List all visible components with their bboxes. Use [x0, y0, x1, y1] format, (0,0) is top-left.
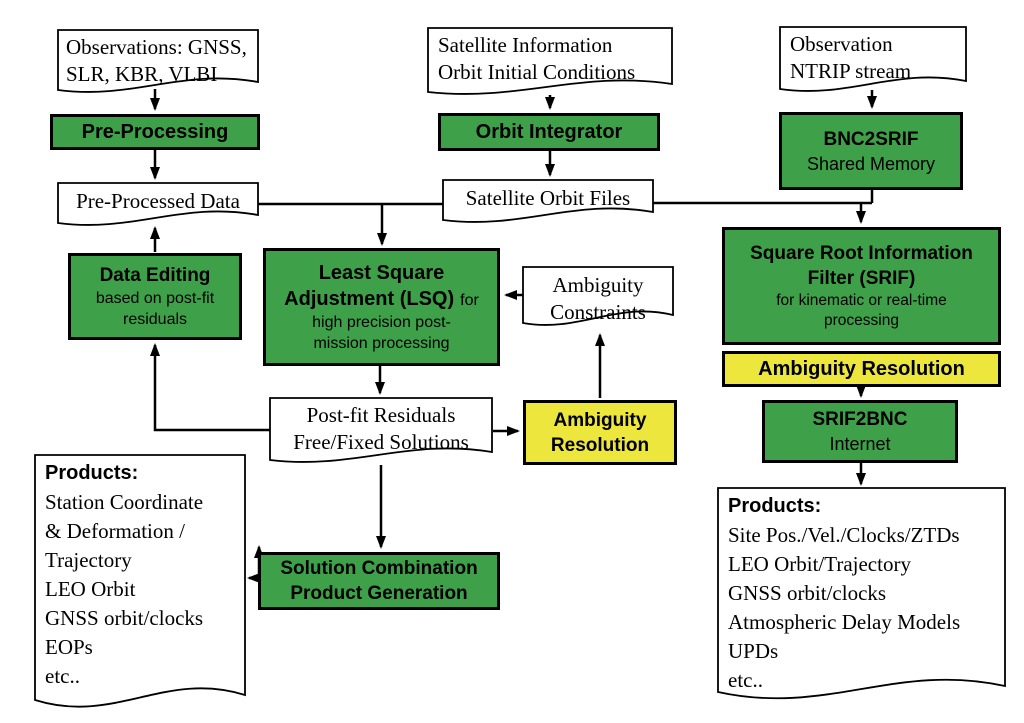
solution-combination-box: Solution Combination Product Generation: [258, 552, 500, 610]
postfit-doc: Post-fit Residuals Free/Fixed Solutions: [274, 402, 488, 456]
products-right-item: GNSS orbit/clocks: [728, 581, 887, 605]
lsq-title2-line: Adjustment (LSQ) for: [284, 286, 479, 312]
lsq-title1: Least Square: [318, 262, 445, 284]
lsq-title2-suffix: for: [460, 292, 479, 309]
ambiguity-resolution-post-box: Ambiguity Resolution: [523, 400, 677, 465]
srif-box: Square Root Information Filter (SRIF) fo…: [722, 227, 1001, 345]
ambiguity-resolution-rt-box: Ambiguity Resolution: [722, 351, 1001, 387]
ntrip-line1: Observation: [790, 32, 893, 56]
ambiguity-resolution-post-line1: Ambiguity: [553, 409, 647, 431]
srif2bnc-box: SRIF2BNC Internet: [762, 400, 958, 463]
products-left-item: EOPs: [45, 635, 93, 659]
satellite-info-doc: Satellite Information Orbit Initial Cond…: [438, 32, 668, 86]
bnc2srif-subtitle: Shared Memory: [806, 153, 936, 174]
srif2bnc-subtitle: Internet: [829, 434, 891, 454]
products-left-item: & Deformation /: [45, 519, 185, 543]
ambiguity-resolution-post-line2: Resolution: [550, 434, 650, 456]
products-left-item: GNSS orbit/clocks: [45, 606, 204, 630]
products-right-doc: Products: Site Pos./Vel./Clocks/ZTDs LEO…: [728, 492, 1002, 695]
products-right-heading: Products:: [728, 495, 822, 517]
bnc2srif-title: BNC2SRIF: [823, 128, 919, 150]
observations-line2: SLR, KBR, VLBI: [66, 62, 218, 86]
arrow-postfit-to-dataediting: [150, 343, 270, 432]
ambiguity-constraints-doc-shape: [522, 266, 674, 326]
products-left-item: Station Coordinate: [45, 490, 204, 514]
ntrip-doc-shape: [779, 26, 967, 92]
solution-combination-line1: Solution Combination: [280, 558, 478, 579]
observations-doc: Observations: GNSS, SLR, KBR, VLBI: [66, 34, 254, 88]
pre-processing-label: Pre-Processing: [81, 121, 229, 143]
pre-processed-data-label: Pre-Processed Data: [76, 189, 240, 213]
postfit-doc-shape: [269, 397, 493, 463]
products-left-item: etc..: [45, 664, 80, 688]
lsq-sub2: mission processing: [313, 335, 450, 352]
satellite-info-line1: Satellite Information: [438, 33, 613, 57]
postfit-line1: Post-fit Residuals: [306, 403, 456, 427]
products-left-heading: Products:: [45, 462, 139, 484]
products-left-item: Trajectory: [45, 548, 132, 572]
ambiguity-resolution-rt-label: Ambiguity Resolution: [758, 358, 965, 380]
satellite-orbit-files-label: Satellite Orbit Files: [465, 186, 631, 210]
products-left-doc: Products: Station Coordinate & Deformati…: [45, 459, 241, 691]
ambiguity-constraints-line2: Constraints: [550, 300, 646, 324]
products-right-doc-shape: [717, 487, 1006, 700]
srif2bnc-title: SRIF2BNC: [812, 409, 908, 430]
lsq-box: Least Square Adjustment (LSQ) for high pr…: [263, 248, 500, 366]
observations-line1: Observations: GNSS,: [66, 35, 247, 59]
data-editing-sub2: residuals: [122, 311, 188, 328]
pre-processed-data-doc-shape: [57, 182, 259, 226]
srif-sub2: processing: [824, 312, 899, 329]
products-right-item: UPDs: [728, 639, 779, 663]
data-editing-title: Data Editing: [99, 265, 211, 286]
satellite-orbit-files-doc-shape: [442, 179, 654, 223]
lsq-title2: Adjustment (LSQ): [284, 288, 455, 310]
srif-sub1: for kinematic or real-time: [776, 292, 947, 309]
ambiguity-constraints-doc: Ambiguity Constraints: [528, 272, 668, 326]
satellite-info-line2: Orbit Initial Conditions: [438, 60, 636, 84]
ntrip-doc: Observation NTRIP stream: [790, 31, 960, 85]
pre-processing-box: Pre-Processing: [50, 114, 260, 150]
srif-title1: Square Root Information: [750, 243, 973, 264]
lsq-sub1: high precision post-: [312, 314, 451, 331]
satellite-info-doc-shape: [427, 27, 673, 95]
orbit-integrator-box: Orbit Integrator: [438, 113, 660, 151]
satellite-orbit-files-doc: Satellite Orbit Files: [443, 185, 653, 212]
products-right-item: etc..: [728, 668, 763, 692]
products-left-item: LEO Orbit: [45, 577, 136, 601]
ambiguity-constraints-line1: Ambiguity: [552, 273, 644, 297]
bnc2srif-box: BNC2SRIF Shared Memory: [779, 112, 963, 190]
products-right-item: LEO Orbit/Trajectory: [728, 552, 911, 576]
orbit-integrator-label: Orbit Integrator: [475, 121, 623, 143]
postfit-line2: Free/Fixed Solutions: [293, 430, 469, 454]
data-editing-box: Data Editing based on post-fit residuals: [68, 253, 242, 340]
products-right-item: Atmospheric Delay Models: [728, 610, 961, 634]
pre-processed-data-doc: Pre-Processed Data: [58, 188, 258, 215]
products-right-item: Site Pos./Vel./Clocks/ZTDs: [728, 523, 960, 547]
products-left-doc-shape: [34, 454, 246, 708]
observations-doc-shape: [57, 29, 259, 93]
ntrip-line2: NTRIP stream: [790, 59, 912, 83]
data-editing-sub1: based on post-fit: [95, 290, 215, 307]
solution-combination-line2: Product Generation: [290, 583, 468, 604]
srif-title2: Filter (SRIF): [807, 268, 916, 289]
